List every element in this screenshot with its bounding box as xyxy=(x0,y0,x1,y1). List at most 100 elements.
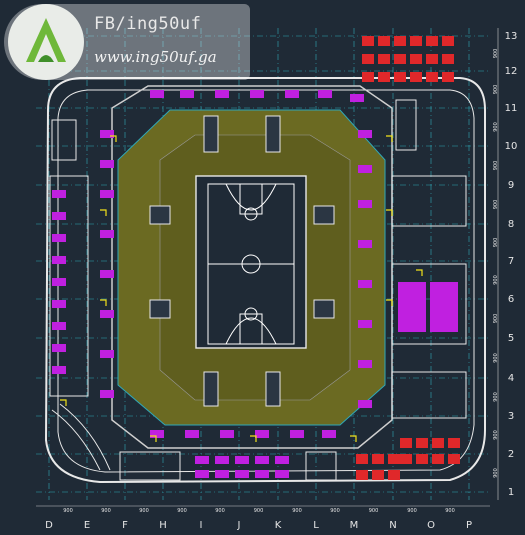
grid-spacing-label: 900 xyxy=(493,161,499,171)
seat-block xyxy=(235,470,249,478)
seat-block xyxy=(358,400,372,408)
seat-block xyxy=(250,90,264,98)
grid-label-column: K xyxy=(275,520,282,531)
seat-block-red xyxy=(356,470,368,480)
grid-spacing-label: 900 xyxy=(215,508,225,514)
grid-label-column: H xyxy=(159,520,167,531)
grid-label-column: M xyxy=(350,520,359,531)
watermark: FB/ing50uf www.ing50uf.ga xyxy=(4,4,250,80)
seat-block-red xyxy=(442,36,454,46)
seat-block xyxy=(52,190,66,198)
seat-block-red xyxy=(394,72,406,82)
seat-block-red xyxy=(448,454,460,464)
seat-block-red xyxy=(410,72,422,82)
seat-block-red xyxy=(400,454,412,464)
seat-block-red xyxy=(432,454,444,464)
seat-block-red xyxy=(362,36,374,46)
room xyxy=(119,451,181,481)
grid-spacing-label: 900 xyxy=(493,238,499,248)
seat-block-red xyxy=(362,54,374,64)
vomitory xyxy=(313,299,335,319)
seat-block xyxy=(180,90,194,98)
grid-spacing-label: 900 xyxy=(493,468,499,478)
seat-block-red xyxy=(378,72,390,82)
grid-spacing-label: 900 xyxy=(369,508,379,514)
seat-block xyxy=(195,456,209,464)
seat-block-red xyxy=(378,36,390,46)
grid-spacing-label: 900 xyxy=(493,430,499,440)
grid-label-column: E xyxy=(84,520,90,531)
entrance-curve xyxy=(59,403,111,471)
vomitory xyxy=(149,205,171,225)
seat-block-red xyxy=(388,470,400,480)
seat-block xyxy=(52,366,66,374)
seat-block xyxy=(322,430,336,438)
door-swing xyxy=(386,135,393,142)
grid-spacing-label: 900 xyxy=(139,508,149,514)
seat-block-red xyxy=(394,36,406,46)
seat-block-red xyxy=(388,454,400,464)
seat-block xyxy=(52,234,66,242)
watermark-text-website: www.ing50uf.ga xyxy=(94,48,217,66)
center-circle xyxy=(241,254,261,274)
seat-block xyxy=(100,270,114,278)
seat-block xyxy=(100,190,114,198)
grid-label-row: 11 xyxy=(505,103,518,114)
seat-block xyxy=(255,430,269,438)
seat-block xyxy=(52,278,66,286)
seat-block-red xyxy=(356,454,368,464)
room xyxy=(391,371,467,419)
seat-block xyxy=(150,90,164,98)
grid-label-column: I xyxy=(200,520,203,531)
vomitory xyxy=(203,115,219,153)
seat-block xyxy=(318,90,332,98)
bowl-outer xyxy=(111,85,393,449)
seat-block xyxy=(215,470,229,478)
free-throw-circle-top xyxy=(244,207,258,221)
stair xyxy=(395,99,417,151)
vomitory xyxy=(265,115,281,153)
seat-block-red xyxy=(442,54,454,64)
vomitory xyxy=(265,371,281,407)
grid-label-row: 10 xyxy=(505,141,518,152)
seat-block xyxy=(358,165,372,173)
grid-label-column: D xyxy=(45,520,53,531)
seat-block xyxy=(350,94,364,102)
seat-block-red xyxy=(426,36,438,46)
door-swing xyxy=(150,435,157,442)
seat-block xyxy=(215,456,229,464)
seat-block-red xyxy=(372,470,384,480)
grid-label-column: P xyxy=(466,520,472,531)
seat-block xyxy=(275,470,289,478)
room xyxy=(305,451,337,481)
seat-block xyxy=(52,212,66,220)
door-swing xyxy=(100,299,107,306)
seat-block xyxy=(215,90,229,98)
grid-spacing-label: 900 xyxy=(493,122,499,132)
seat-block xyxy=(195,470,209,478)
grid-spacing-label: 900 xyxy=(493,314,499,324)
seat-block xyxy=(220,430,234,438)
seat-block xyxy=(100,390,114,398)
seat-block xyxy=(358,240,372,248)
seat-block-red xyxy=(394,54,406,64)
vomitory xyxy=(149,299,171,319)
seat-block-red xyxy=(432,438,444,448)
seat-block xyxy=(185,430,199,438)
grid-spacing-label: 900 xyxy=(254,508,264,514)
vomitory xyxy=(203,371,219,407)
seat-block-red xyxy=(448,438,460,448)
seat-block xyxy=(100,310,114,318)
seat-block xyxy=(358,280,372,288)
room xyxy=(391,175,467,227)
free-throw-circle-bottom xyxy=(244,307,258,321)
seat-block-large xyxy=(398,282,426,332)
seat-block-red xyxy=(442,72,454,82)
door-swing xyxy=(416,269,423,276)
seat-block xyxy=(255,456,269,464)
seat-block-red xyxy=(410,54,422,64)
seat-block-red xyxy=(400,438,412,448)
grid-spacing-label: 900 xyxy=(445,508,455,514)
grid-spacing-label: 900 xyxy=(493,49,499,59)
